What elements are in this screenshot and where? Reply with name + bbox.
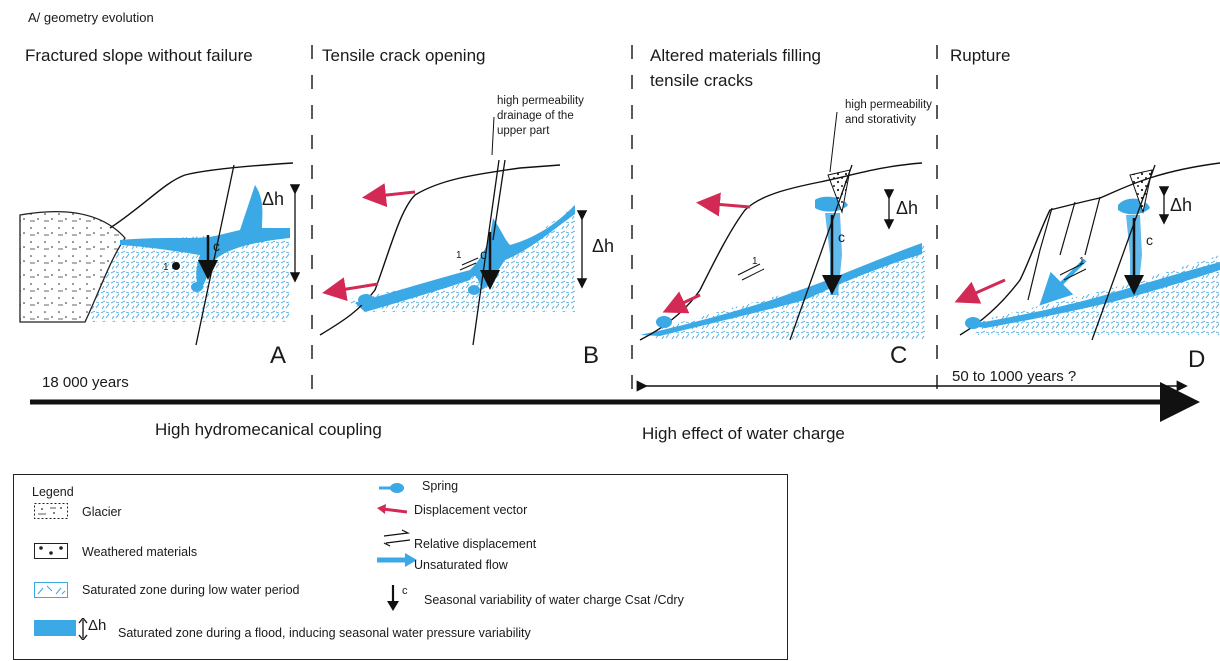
panel-c-graphic [639,111,925,341]
weathered-swatch-icon [34,543,68,559]
legend-seasonal-symbol: c [402,585,408,597]
panel-d-letter: D [1188,346,1206,373]
right-duration: 50 to 1000 years ? [952,368,1077,385]
legend-glacier-label: Glacier [82,505,122,519]
relative-displacement-icon [383,529,411,547]
legend-title: Legend [32,485,74,499]
seasonal-arrow-icon [387,585,399,611]
panel-c-letter: C [890,342,908,369]
panel-c-one-label: 1 [752,256,758,267]
panel-c-delta-h: Δh [896,198,919,218]
left-duration: 18 000 years [42,374,129,391]
legend-flood-label: Saturated zone during a flood, inducing … [118,626,531,640]
panel-d-c-label: c [1146,232,1153,248]
storativity-annotation: high permeability and storativity [845,98,932,128]
panel-a-one-label: 1 [163,262,169,273]
panel-a-delta-h: Δh [262,189,285,209]
panel-a-letter: A [270,342,287,369]
phase-right-label: High effect of water charge [642,424,845,443]
drainage-line-2: drainage of the [497,110,574,122]
panel-c-c-label: c [838,229,845,245]
legend-flood-symbol: Δh [88,617,107,634]
storativity-line-2: and storativity [845,114,916,126]
legend-seasonal-label: Seasonal variability of water charge Csa… [424,593,684,607]
unsaturated-flow-icon [377,553,417,567]
glacier-swatch-icon [34,503,68,519]
panel-b-one-label: 1 [456,250,462,261]
section-title: A/ geometry evolution [28,10,154,25]
drainage-annotation: high permeability drainage of the upper … [497,94,584,139]
legend-spring-label: Spring [422,479,459,493]
flood-swatch-icon [34,618,88,640]
storativity-line-1: high permeability [845,99,932,111]
displacement-arrow-icon [377,504,408,514]
legend-weathered-label: Weathered materials [82,545,198,559]
legend-relative-displacement-label: Relative displacement [414,537,537,551]
panel-a-title: Fractured slope without failure [25,46,253,65]
spring-icon [379,483,404,493]
legend-saturated-low-label: Saturated zone during low water period [82,583,300,597]
panel-b-c-label: c [480,246,487,262]
legend-displacement-label: Displacement vector [414,503,528,517]
panel-b-graphic [319,116,588,346]
panel-d-one-label: 1 [1079,256,1085,267]
panel-a-c-label: c [213,238,220,254]
drainage-line-3: upper part [497,125,550,137]
panel-c-title-line2: tensile cracks [650,71,753,90]
drainage-line-1: high permeability [497,95,584,107]
panel-d-title: Rupture [950,46,1011,65]
panel-a-graphic [19,162,301,346]
phase-left-label: High hydromecanical coupling [155,420,382,439]
panel-b-title: Tensile crack opening [322,46,486,65]
panel-c-title-line1: Altered materials filling [650,46,822,65]
legend-unsaturated-flow-label: Unsaturated flow [414,558,508,572]
panel-d-delta-h: Δh [1170,195,1193,215]
panel-d-graphic [954,162,1220,341]
saturated-low-swatch-icon [34,582,68,598]
panel-b-delta-h: Δh [592,236,615,256]
panel-b-letter: B [583,342,600,369]
legend-box: Legend Glacier Weathered materials Satur… [13,474,788,660]
